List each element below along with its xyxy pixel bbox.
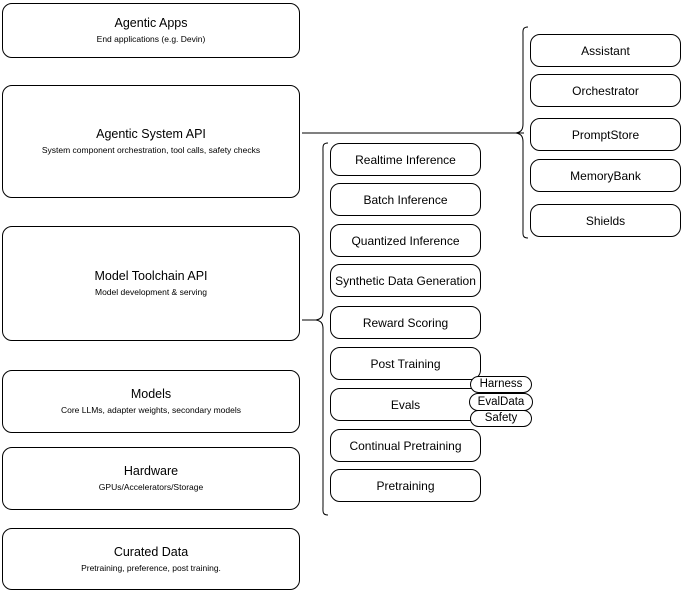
stack-layer-subtitle: Core LLMs, adapter weights, secondary mo… <box>60 405 241 415</box>
capability-label: Evals <box>390 397 421 412</box>
agentic-component-label: PromptStore <box>571 127 640 142</box>
agentic-component-memorybank[interactable]: MemoryBank <box>530 159 681 192</box>
stack-layer-agentic-system-api[interactable]: Agentic System API System component orch… <box>2 85 300 198</box>
stack-layer-subtitle: System component orchestration, tool cal… <box>41 145 261 155</box>
agentic-component-assistant[interactable]: Assistant <box>530 34 681 67</box>
stack-layer-model-toolchain-api[interactable]: Model Toolchain API Model development & … <box>2 226 300 341</box>
stack-layer-hardware[interactable]: Hardware GPUs/Accelerators/Storage <box>2 447 300 510</box>
stack-layer-agentic-apps[interactable]: Agentic Apps End applications (e.g. Devi… <box>2 3 300 58</box>
capability-synthetic-data-generation[interactable]: Synthetic Data Generation <box>330 264 481 297</box>
capability-label: Quantized Inference <box>351 233 460 248</box>
agentic-component-label: Orchestrator <box>572 83 639 98</box>
capability-post-training[interactable]: Post Training <box>330 347 481 380</box>
agentic-component-shields[interactable]: Shields <box>530 204 681 237</box>
capability-label: Continual Pretraining <box>349 438 462 453</box>
capability-label: Synthetic Data Generation <box>335 273 476 288</box>
evals-tag-label: Safety <box>484 412 518 424</box>
agentic-component-orchestrator[interactable]: Orchestrator <box>530 74 681 107</box>
stack-layer-subtitle: Pretraining, preference, post training. <box>81 562 221 573</box>
capability-evals[interactable]: Evals <box>330 388 481 421</box>
stack-layer-title: Models <box>130 387 172 401</box>
agentic-component-label: MemoryBank <box>570 168 641 183</box>
capability-label: Batch Inference <box>363 192 448 207</box>
capability-label: Reward Scoring <box>362 315 449 330</box>
stack-layer-title: Model Toolchain API <box>94 269 208 283</box>
capability-quantized-inference[interactable]: Quantized Inference <box>330 224 481 257</box>
capability-batch-inference[interactable]: Batch Inference <box>330 183 481 216</box>
stack-layer-models[interactable]: Models Core LLMs, adapter weights, secon… <box>2 370 300 433</box>
stack-layer-subtitle: GPUs/Accelerators/Storage <box>98 482 204 492</box>
stack-layer-subtitle: Model development & serving <box>95 287 207 297</box>
stack-layer-title: Agentic System API <box>96 127 206 141</box>
capability-realtime-inference[interactable]: Realtime Inference <box>330 143 481 176</box>
capability-pretraining[interactable]: Pretraining <box>330 469 481 502</box>
agentic-component-label: Shields <box>585 213 626 228</box>
evals-tag-evaldata[interactable]: EvalData <box>469 393 533 411</box>
agentic-component-promptstore[interactable]: PromptStore <box>530 118 681 151</box>
agentic-component-label: Assistant <box>581 43 630 58</box>
evals-tag-safety[interactable]: Safety <box>470 410 532 427</box>
stack-layer-title: Hardware <box>123 464 179 478</box>
capability-label: Realtime Inference <box>355 152 456 167</box>
capability-continual-pretraining[interactable]: Continual Pretraining <box>330 429 481 462</box>
stack-layer-curated-data[interactable]: Curated Data Pretraining, preference, po… <box>2 528 300 590</box>
stack-layer-subtitle: End applications (e.g. Devin) <box>96 34 206 44</box>
evals-tag-label: EvalData <box>477 395 525 408</box>
stack-layer-title: Curated Data <box>113 544 189 559</box>
capability-label: Post Training <box>370 356 441 371</box>
capability-label: Pretraining <box>376 478 435 493</box>
brace-agentic-components <box>515 26 529 239</box>
capability-reward-scoring[interactable]: Reward Scoring <box>330 306 481 339</box>
stack-layer-title: Agentic Apps <box>114 16 188 30</box>
brace-toolchain-capabilities <box>315 142 329 516</box>
evals-tag-harness[interactable]: Harness <box>470 376 532 393</box>
evals-tag-label: Harness <box>479 378 523 390</box>
